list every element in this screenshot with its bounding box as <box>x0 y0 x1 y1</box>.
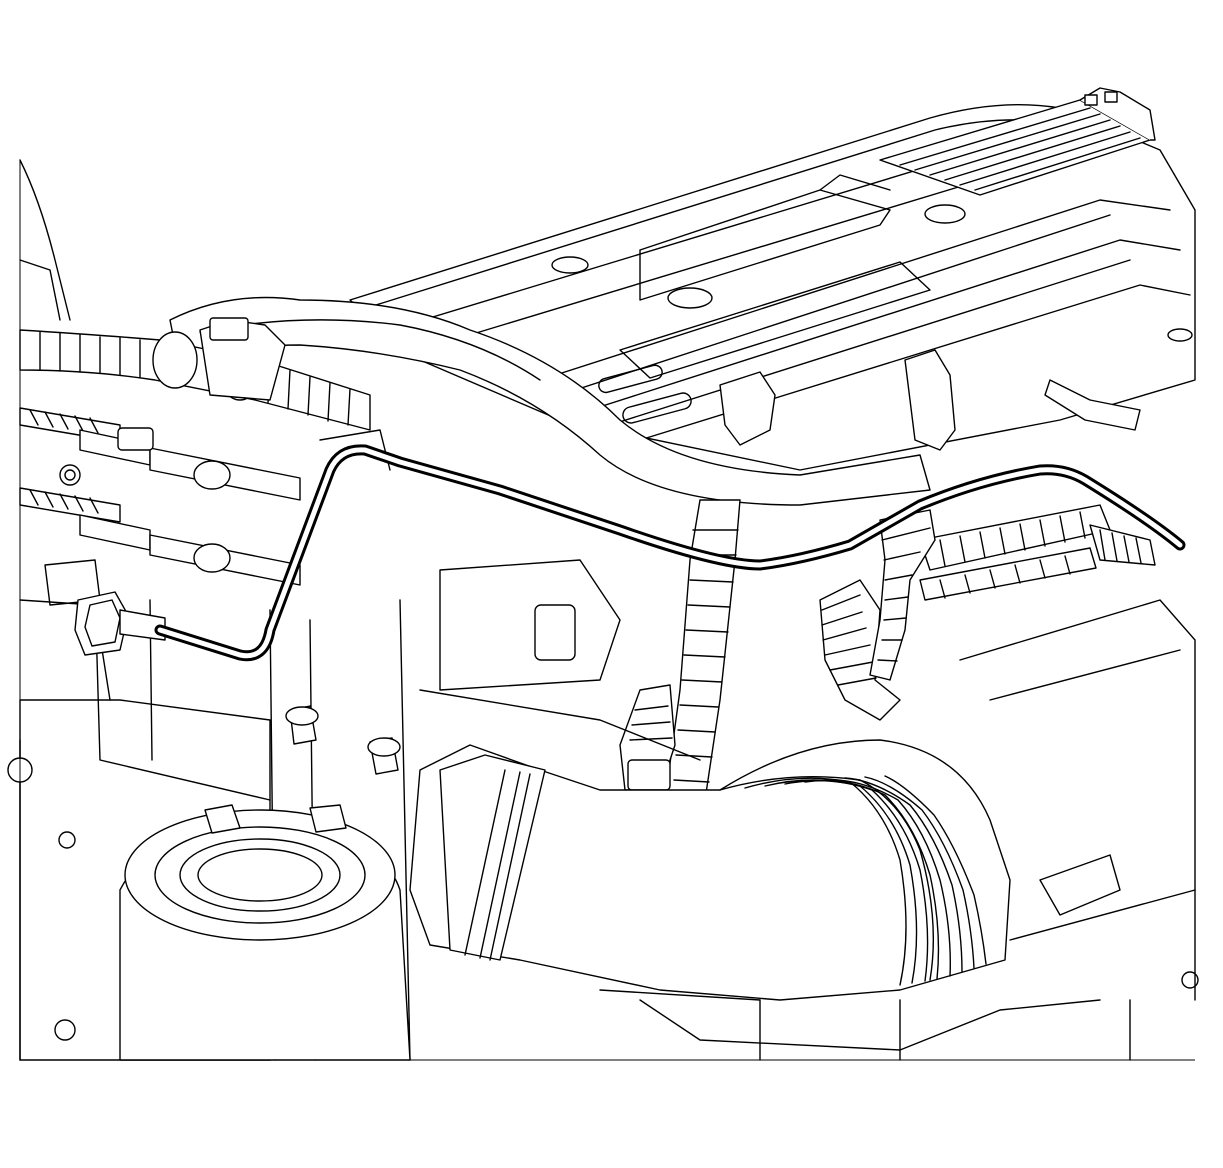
upper-wiring-harness <box>19 317 371 431</box>
right-wiring-harness <box>719 349 1156 601</box>
sensor <box>74 591 166 656</box>
intake-tube <box>169 296 931 506</box>
air-intake-duct <box>409 739 1011 1001</box>
oil-filler-cap <box>119 804 411 1061</box>
ignition-coil-pack <box>879 87 1156 196</box>
fuel-lines <box>19 407 301 586</box>
highlighted-line <box>154 444 1186 662</box>
lower-right-structure <box>639 599 1199 1061</box>
electrical-connector <box>619 684 676 791</box>
